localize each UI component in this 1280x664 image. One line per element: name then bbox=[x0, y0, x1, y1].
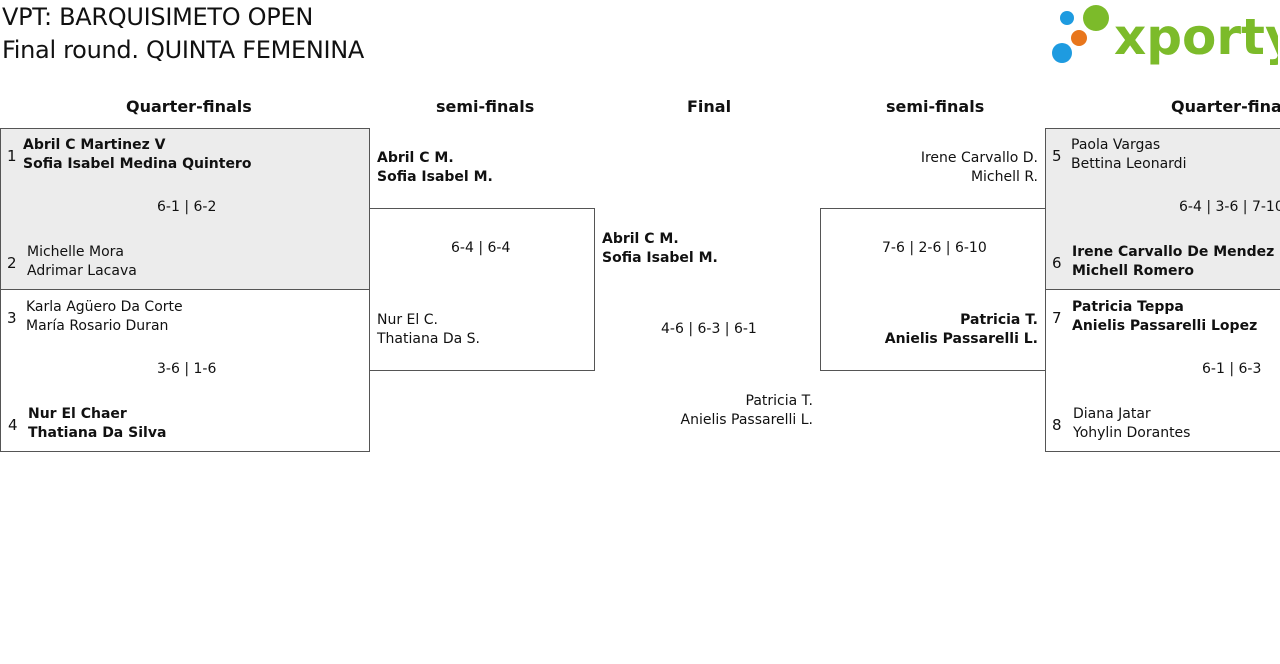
player-name: Paola Vargas bbox=[1071, 137, 1161, 153]
seed-number: 8 bbox=[1052, 416, 1062, 434]
player-name: Adrimar Lacava bbox=[27, 263, 137, 279]
player-name: Michelle Mora bbox=[27, 244, 124, 260]
match-score: 7-6 | 2-6 | 6-10 bbox=[882, 240, 987, 256]
seed-number: 7 bbox=[1052, 309, 1062, 327]
match-score: 6-4 | 3-6 | 7-10 bbox=[1179, 199, 1280, 215]
player-name: Yohylin Dorantes bbox=[1073, 425, 1191, 441]
player-name: Anielis Passarelli Lopez bbox=[1072, 318, 1258, 334]
player-name: María Rosario Duran bbox=[26, 318, 169, 334]
player-name: Nur El C. bbox=[377, 312, 438, 328]
seed-number: 1 bbox=[7, 147, 17, 165]
match-score: 6-1 | 6-2 bbox=[157, 199, 217, 215]
round-header-quarterfinals-left: Quarter-finals bbox=[126, 97, 252, 116]
player-name: Thatiana Da S. bbox=[377, 331, 481, 347]
match-score: 6-1 | 6-3 bbox=[1202, 361, 1262, 377]
match-score: 6-4 | 6-4 bbox=[451, 240, 511, 256]
qf-right-match-2 bbox=[1045, 289, 1280, 452]
player-name: Anielis Passarelli L. bbox=[680, 412, 813, 428]
sf-left-bracket bbox=[369, 208, 595, 371]
player-name: Anielis Passarelli L. bbox=[884, 331, 1038, 347]
final-score: 4-6 | 6-3 | 6-1 bbox=[661, 321, 757, 337]
player-name: Patricia T. bbox=[745, 393, 813, 409]
player-name: Patricia Teppa bbox=[1072, 299, 1184, 315]
player-name: Abril C Martinez V bbox=[23, 137, 166, 153]
logo-dot-orange bbox=[1071, 30, 1087, 46]
player-name: Sofia Isabel Medina Quintero bbox=[23, 156, 252, 172]
player-name: Irene Carvallo D. bbox=[920, 150, 1038, 166]
round-header-semifinals-left: semi-finals bbox=[436, 97, 535, 116]
player-name: Michell R. bbox=[970, 169, 1038, 185]
player-name: Nur El Chaer bbox=[28, 406, 127, 422]
round-header-semifinals-right: semi-finals bbox=[886, 97, 985, 116]
tournament-title: VPT: BARQUISIMETO OPEN bbox=[2, 3, 313, 31]
seed-number: 5 bbox=[1052, 147, 1062, 165]
match-score: 3-6 | 1-6 bbox=[157, 361, 217, 377]
round-header-final: Final bbox=[687, 97, 732, 116]
logo-text: xporty bbox=[1114, 8, 1278, 66]
round-subtitle: Final round. QUINTA FEMENINA bbox=[2, 36, 365, 64]
player-name: Patricia T. bbox=[960, 312, 1038, 328]
logo-dot-blue-small bbox=[1060, 11, 1074, 25]
player-name: Sofia Isabel M. bbox=[377, 169, 493, 185]
qf-left-match-1 bbox=[0, 128, 370, 290]
seed-number: 6 bbox=[1052, 254, 1062, 272]
player-name: Sofia Isabel M. bbox=[602, 250, 718, 266]
player-name: Bettina Leonardi bbox=[1071, 156, 1187, 172]
player-name: Abril C M. bbox=[377, 150, 454, 166]
player-name: Thatiana Da Silva bbox=[28, 425, 167, 441]
logo-dot-blue bbox=[1052, 43, 1072, 63]
player-name: Karla Agüero Da Corte bbox=[26, 299, 183, 315]
player-name: Irene Carvallo De Mendez bbox=[1072, 244, 1275, 260]
seed-number: 3 bbox=[7, 309, 17, 327]
player-name: Diana Jatar bbox=[1073, 406, 1151, 422]
seed-number: 4 bbox=[8, 416, 18, 434]
player-name: Abril C M. bbox=[602, 231, 679, 247]
logo-dot-green bbox=[1083, 5, 1109, 31]
round-header-quarterfinals-right: Quarter-final bbox=[1171, 97, 1280, 116]
xporty-logo: xporty bbox=[1052, 5, 1278, 66]
sf-right-bracket bbox=[820, 208, 1046, 371]
player-name: Michell Romero bbox=[1072, 263, 1194, 279]
seed-number: 2 bbox=[7, 254, 17, 272]
